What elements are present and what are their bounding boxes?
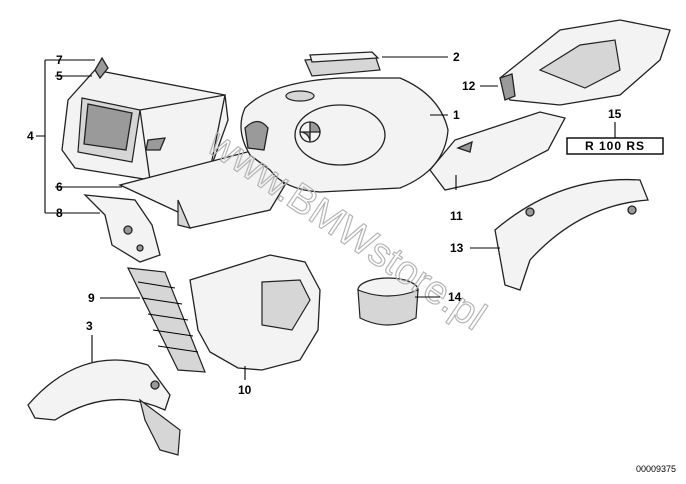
drawing-number: 00009375 (636, 464, 676, 474)
callout-1: 1 (453, 108, 460, 122)
leader-lines (36, 56, 616, 380)
grille-part (126, 267, 206, 373)
front-mudguard-part (27, 359, 181, 456)
callout-7: 7 (56, 53, 63, 67)
callout-10: 10 (238, 383, 252, 397)
callout-4: 4 (27, 129, 34, 143)
callout-12: 12 (462, 79, 476, 93)
callout-8: 8 (56, 206, 63, 220)
model-badge: R 100 RS (566, 137, 664, 155)
callout-2: 2 (453, 50, 460, 64)
callout-3: 3 (86, 319, 93, 333)
callout-14: 14 (448, 290, 462, 304)
side-cover-part (429, 111, 566, 191)
callout-6: 6 (56, 180, 63, 194)
badge-text: R 100 RS (585, 139, 645, 153)
fairing-part (61, 56, 229, 181)
rear-mudguard-part (494, 178, 649, 291)
callout-15: 15 (608, 107, 622, 121)
callout-9: 9 (88, 291, 95, 305)
rubber-ring-part (357, 277, 419, 326)
callout-11: 11 (450, 209, 463, 223)
lower-cover-part (189, 254, 321, 371)
fuel-tank-part (240, 51, 449, 193)
callout-5: 5 (56, 69, 63, 83)
bracket-part (83, 194, 161, 263)
callout-labels: 7 5 4 6 8 2 1 12 15 11 13 14 10 9 3 (27, 50, 622, 397)
seat-tail-part (499, 19, 671, 106)
callout-13: 13 (450, 241, 464, 255)
